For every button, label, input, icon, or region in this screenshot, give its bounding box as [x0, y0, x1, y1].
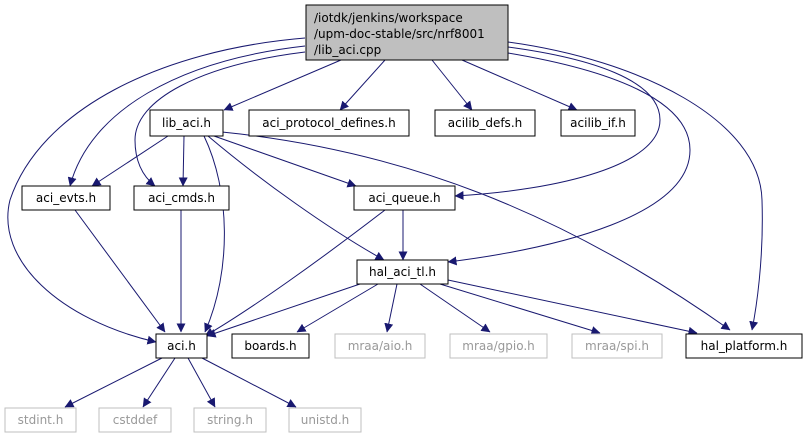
node-label: aci_evts.h	[36, 191, 96, 205]
edge-root-hal-platform	[507, 41, 763, 331]
node-cstddef: cstddef	[98, 407, 172, 433]
root-line-2: /upm-doc-stable/src/nrf8001	[314, 27, 485, 41]
node-hal-aci-tl-h[interactable]: hal_aci_tl.h	[356, 259, 449, 285]
edge-lib-aci-aci-queue	[213, 135, 357, 188]
edge-hal-aci-tl-mraa-spi	[439, 283, 601, 335]
edges	[7, 37, 763, 408]
edge-hal-aci-tl-aci	[206, 283, 361, 338]
edge-root-acilib-if	[461, 59, 578, 111]
node-stdint-h: stdint.h	[4, 407, 77, 433]
node-label: aci_protocol_defines.h	[262, 116, 395, 130]
node-aci-cmds-h[interactable]: aci_cmds.h	[133, 185, 230, 211]
edge-aci-stdint	[64, 357, 163, 408]
edge-root-aci-protocol-defines	[339, 59, 386, 111]
edge-aci-cstddef	[142, 357, 176, 408]
edge-hal-aci-tl-mraa-gpio	[419, 283, 491, 333]
node-label: mraa/gpio.h	[462, 339, 535, 353]
node-label: aci_queue.h	[368, 191, 440, 205]
edge-root-aci	[7, 37, 306, 345]
node-mraa-gpio-h: mraa/gpio.h	[449, 333, 548, 359]
node-mraa-spi-h: mraa/spi.h	[571, 333, 663, 359]
node-aci-protocol-defines-h[interactable]: aci_protocol_defines.h	[248, 109, 410, 137]
node-label: mraa/aio.h	[348, 339, 413, 353]
nodes: /iotdk/jenkins/workspace /upm-doc-stable…	[4, 4, 803, 433]
edge-aci-queue-aci	[204, 209, 386, 337]
edge-lib-aci-hal-aci-tl	[207, 135, 385, 261]
edge-root-aci-cmds	[134, 51, 306, 187]
edge-lib-aci-aci	[203, 135, 225, 333]
node-lib-aci-h[interactable]: lib_aci.h	[149, 109, 224, 137]
edge-lib-aci-hal-platform	[221, 131, 731, 331]
node-label: hal_platform.h	[701, 339, 788, 353]
node-label: unistd.h	[301, 413, 350, 427]
root-line-3: /lib_aci.cpp	[314, 43, 381, 57]
edge-aci-string	[187, 357, 216, 408]
edge-root-acilib-defs	[431, 59, 473, 111]
node-label: boards.h	[244, 339, 296, 353]
node-acilib-defs-h[interactable]: acilib_defs.h	[434, 109, 536, 137]
edge-root-lib-aci	[223, 59, 342, 111]
edge-root-aci-evts	[67, 45, 306, 187]
node-label: aci.h	[167, 339, 196, 353]
node-root-lib-aci-cpp: /iotdk/jenkins/workspace /upm-doc-stable…	[305, 4, 509, 61]
edge-aci-evts-aci	[74, 209, 166, 333]
edge-root-hal-aci-tl	[447, 52, 691, 266]
node-label: hal_aci_tl.h	[369, 265, 436, 279]
node-aci-evts-h[interactable]: aci_evts.h	[21, 185, 111, 211]
node-label: acilib_if.h	[570, 116, 626, 130]
node-acilib-if-h[interactable]: acilib_if.h	[560, 109, 636, 137]
node-label: stdint.h	[18, 413, 64, 427]
node-hal-platform-h[interactable]: hal_platform.h	[685, 333, 803, 359]
node-label: cstddef	[113, 413, 158, 427]
edge-hal-aci-tl-hal-platform	[447, 279, 698, 336]
edge-hal-aci-tl-boards	[296, 283, 379, 333]
node-label: aci_cmds.h	[148, 191, 215, 205]
node-unistd-h: unistd.h	[288, 407, 362, 433]
node-label: lib_aci.h	[162, 116, 211, 130]
edge-aci-unistd	[201, 357, 297, 408]
root-line-1: /iotdk/jenkins/workspace	[314, 11, 463, 25]
node-string-h: string.h	[193, 407, 267, 433]
node-mraa-aio-h: mraa/aio.h	[334, 333, 426, 359]
node-aci-queue-h[interactable]: aci_queue.h	[353, 185, 456, 211]
node-label: mraa/spi.h	[585, 339, 649, 353]
node-label: acilib_defs.h	[448, 116, 522, 130]
edge-lib-aci-aci-evts	[91, 135, 169, 187]
edge-lib-aci-aci-cmds	[178, 135, 188, 187]
edge-hal-aci-tl-mraa-aio	[384, 283, 398, 333]
node-boards-h[interactable]: boards.h	[231, 333, 310, 359]
node-label: string.h	[207, 413, 253, 427]
node-aci-h[interactable]: aci.h	[155, 333, 208, 359]
edge-root-aci-queue	[454, 46, 661, 201]
